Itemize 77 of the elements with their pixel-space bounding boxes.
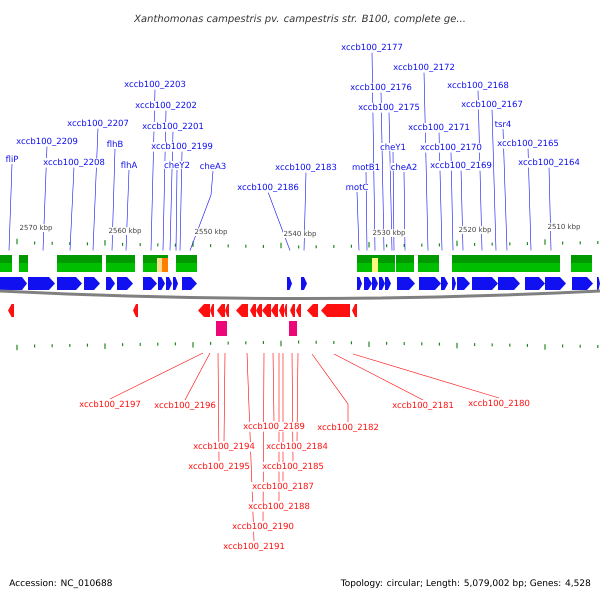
leader-line	[404, 172, 406, 251]
gene-label: xccb100_2165	[496, 138, 560, 149]
gene-label: flhB	[106, 140, 124, 148]
leader-line	[92, 128, 98, 251]
leader-line	[218, 352, 220, 462]
gene-label: cheY1	[379, 142, 407, 151]
leader-line	[70, 166, 74, 251]
gene-label: xccb100_2182	[316, 422, 380, 433]
gene-label: xccb100_2168	[446, 80, 510, 91]
leader-line	[356, 192, 360, 251]
leader-line	[502, 128, 508, 251]
gene-label: xccb100_2176	[350, 82, 412, 93]
leader-line	[424, 72, 428, 251]
leader-line	[184, 352, 210, 400]
leader-line	[366, 172, 368, 251]
gene-label: cheY2	[163, 160, 191, 169]
gene-label: xccb100_2191	[222, 542, 286, 552]
leader-line	[392, 152, 394, 251]
gene-label: xccb100_2197	[78, 400, 142, 410]
leader-line	[180, 150, 182, 251]
leader-line	[312, 354, 348, 422]
gene-label: xccb100_2188	[248, 502, 310, 512]
gene-label: xccb100_2171	[408, 122, 470, 133]
gene-label: xccb100_2209	[16, 136, 78, 147]
leader-line	[272, 352, 274, 422]
leader-line	[304, 172, 306, 251]
gene-label: xccb100_2195	[188, 462, 250, 472]
leader-line	[334, 354, 424, 400]
gene-label: xccb100_2170	[420, 142, 482, 153]
gene-label: xccb100_2203	[124, 80, 186, 90]
leader-line	[460, 170, 464, 251]
gene-label: motB1	[351, 163, 381, 171]
leader-line	[110, 352, 204, 400]
gene-label: xccb100_2186	[236, 182, 300, 193]
leader-line	[224, 352, 226, 442]
gene-label: flhA	[120, 160, 138, 169]
leader-line	[176, 170, 178, 251]
gene-label: cheA2	[390, 162, 418, 171]
gene-label: xccb100_2175	[358, 102, 420, 113]
gene-label: xccb100_2180	[468, 398, 530, 409]
gene-label: xccb100_2187	[252, 482, 314, 492]
leader-line	[268, 192, 290, 251]
gene-label: xccb100_2202	[134, 100, 198, 111]
gene-label: xccb100_2172	[392, 62, 456, 73]
footer-text: Accession: NC_010688	[9, 579, 112, 588]
gene-label: xccb100_2189	[242, 422, 306, 432]
leader-line	[190, 170, 214, 251]
gene-label: xccb100_2207	[66, 118, 130, 129]
leader-line	[492, 108, 496, 251]
leader-line	[528, 148, 532, 251]
leader-line	[8, 164, 12, 251]
gene-label: motC	[345, 183, 369, 191]
title: Xanthomonas campestris pv. campestris str. B100, complete ge...	[134, 14, 465, 24]
leader-line	[126, 170, 130, 251]
footer-text: Topology: circular; Length: 5,079,002 bp; Genes: 4,528	[340, 579, 590, 588]
gene-label: xccb100_2208	[42, 158, 106, 168]
leader-line	[352, 354, 500, 398]
gene-label: xccb100_2164	[518, 158, 580, 168]
gene-label: xccb100_2183	[274, 162, 338, 173]
gene-label: xccb100_2201	[142, 122, 204, 132]
leader-line	[450, 152, 454, 251]
leader-line	[112, 148, 116, 251]
gene-label: tsr4	[494, 120, 512, 128]
gene-label: xccb100_2194	[192, 442, 256, 452]
gene-label: xccb100_2196	[154, 400, 216, 411]
gene-label: xccb100_2199	[150, 142, 214, 152]
leader-line	[296, 352, 298, 442]
gene-label: fliP	[4, 154, 20, 163]
gene-label: xccb100_2167	[460, 100, 524, 110]
gene-label: xccb100_2190	[232, 522, 294, 532]
gene-label: cheA3	[199, 162, 227, 170]
gene-label: xccb100_2185	[262, 462, 324, 472]
gene-label: xccb100_2181	[392, 400, 454, 411]
gene-label: xccb100_2169	[430, 160, 492, 171]
gene-label: xccb100_2184	[266, 442, 328, 452]
leader-line	[548, 166, 552, 251]
gene-label: xccb100_2177	[340, 42, 404, 53]
